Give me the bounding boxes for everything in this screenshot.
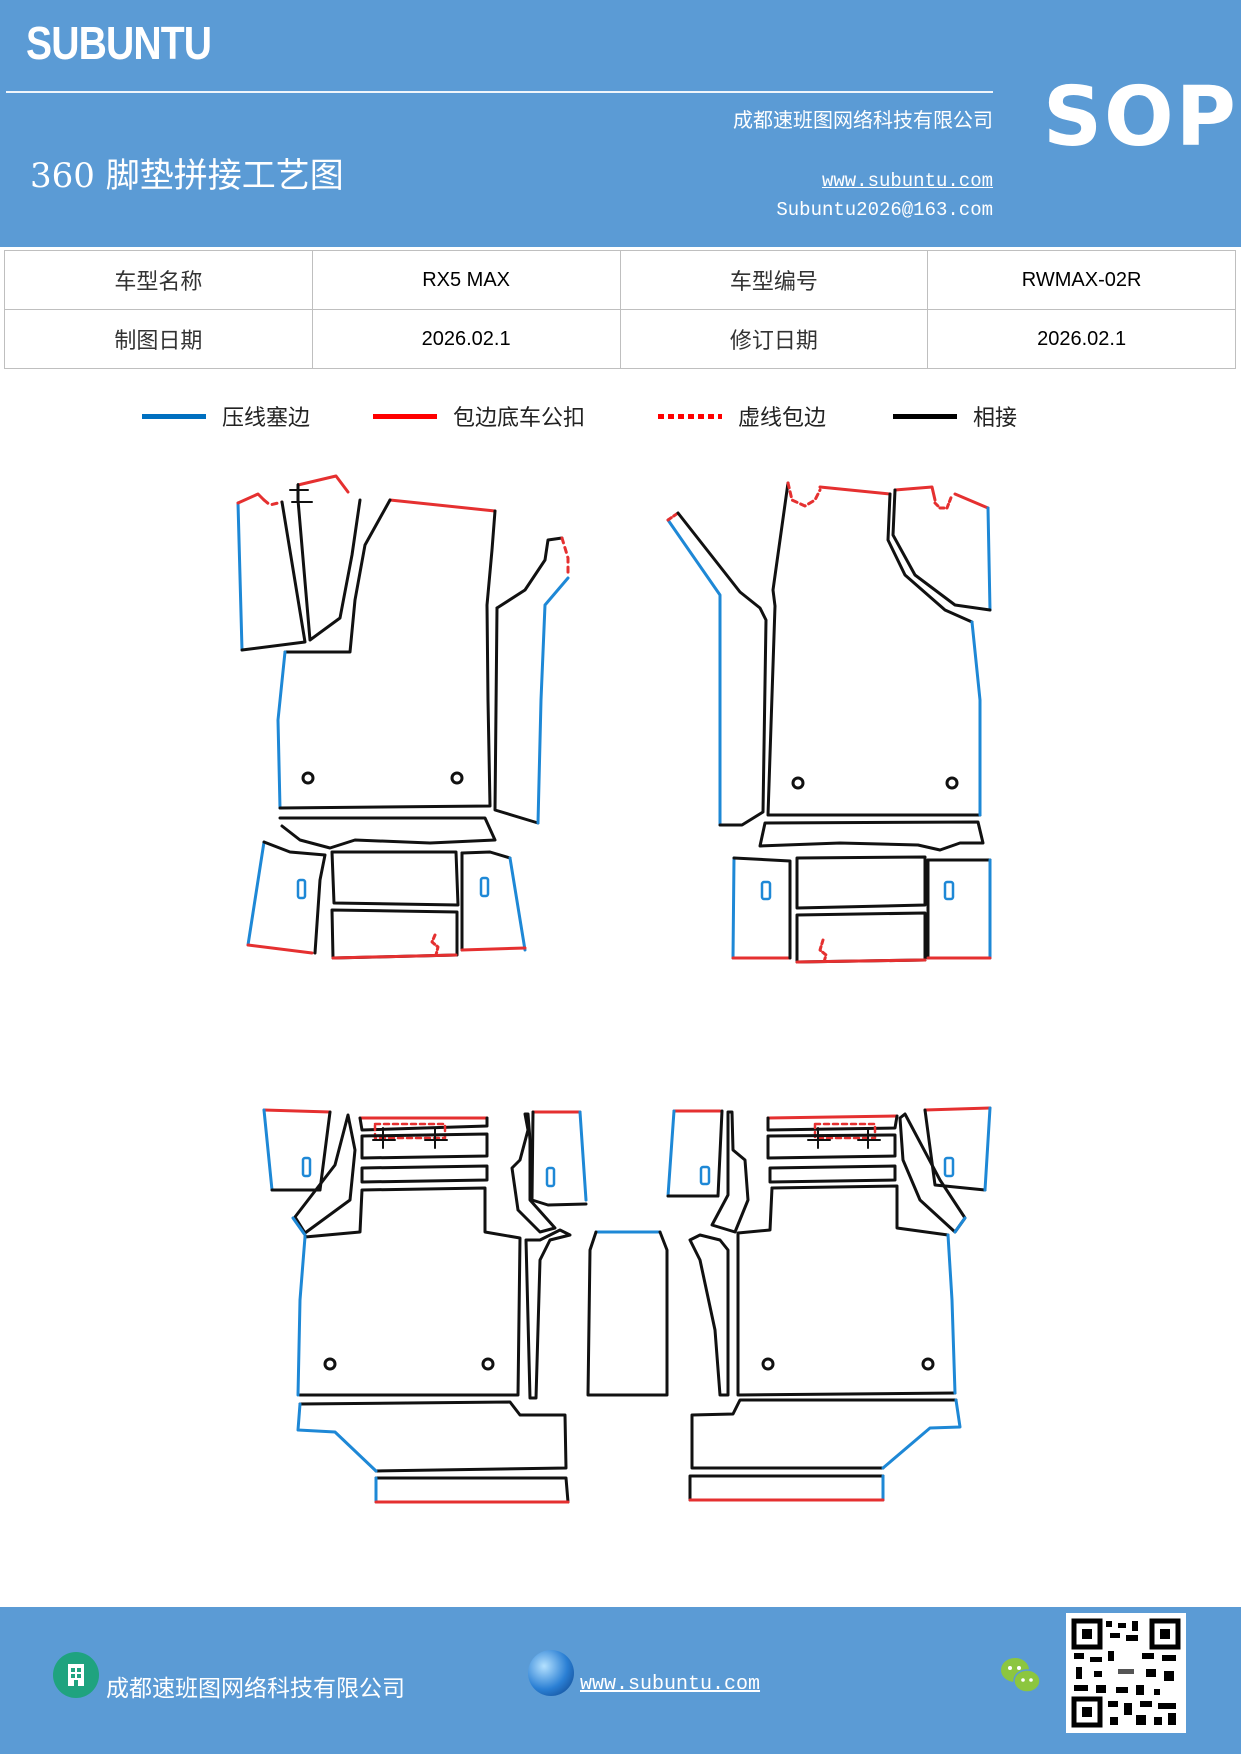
model-name-label: 车型名称 xyxy=(4,250,313,310)
page-title: 360 脚垫拼接工艺图 xyxy=(30,156,344,196)
footer-company-name: 成都速班图网络科技有限公司 xyxy=(106,1676,405,1702)
vehicle-info-table: 车型名称 RX5 MAX 车型编号 RWMAX-02R 制图日期 2026.02… xyxy=(4,250,1236,369)
legend-label: 相接 xyxy=(973,406,1018,431)
legend-item-wrap-edge: 包边底车公扣 xyxy=(373,400,585,432)
draw-date-value: 2026.02.1 xyxy=(311,309,621,369)
footer-website-link[interactable]: www.subuntu.com xyxy=(580,1673,761,1696)
model-code-label: 车型编号 xyxy=(619,250,929,310)
front-left-mat xyxy=(236,474,570,960)
table-row: 车型名称 RX5 MAX 车型编号 RWMAX-02R xyxy=(4,250,1236,310)
sop-badge: SOP xyxy=(1043,70,1238,165)
legend-item-dotted-wrap: 虚线包边 xyxy=(658,400,826,432)
model-name-value: RX5 MAX xyxy=(311,250,621,310)
table-row: 制图日期 2026.02.1 修订日期 2026.02.1 xyxy=(4,309,1236,369)
rear-center-mat xyxy=(586,1230,669,1397)
header-banner: SUBUNTU 360 脚垫拼接工艺图 成都速班图网络科技有限公司 www.su… xyxy=(0,0,1241,247)
footer-banner: 成都速班图网络科技有限公司 www.subuntu.com xyxy=(0,1607,1241,1754)
black-line-swatch xyxy=(893,413,957,419)
wechat-icon[interactable] xyxy=(998,1655,1044,1697)
revision-date-value: 2026.02.1 xyxy=(927,309,1236,369)
legend-item-join: 相接 xyxy=(893,400,1017,432)
front-right-mat xyxy=(666,481,992,964)
rear-left-mat xyxy=(262,1108,588,1504)
brand-logo: SUBUNTU xyxy=(26,17,212,69)
header-company-name: 成都速班图网络科技有限公司 xyxy=(733,108,993,132)
legend-label: 压线塞边 xyxy=(222,406,311,431)
draw-date-label: 制图日期 xyxy=(4,309,313,369)
revision-date-label: 修订日期 xyxy=(619,309,929,369)
line-legend: 压线塞边 包边底车公扣 虚线包边 相接 xyxy=(0,400,1241,440)
header-divider xyxy=(6,91,993,93)
header-email: Subuntu2026@163.com xyxy=(776,199,993,221)
building-icon xyxy=(53,1652,99,1698)
mat-splicing-diagram xyxy=(236,474,992,1504)
globe-icon xyxy=(528,1650,574,1696)
qr-code[interactable] xyxy=(1066,1613,1186,1733)
legend-item-press-edge: 压线塞边 xyxy=(142,400,310,432)
model-code-value: RWMAX-02R xyxy=(927,250,1236,310)
legend-label: 包边底车公扣 xyxy=(453,406,586,431)
legend-label: 虚线包边 xyxy=(738,406,827,431)
header-website-link[interactable]: www.subuntu.com xyxy=(821,170,993,192)
rear-right-mat xyxy=(666,1106,992,1502)
red-dotted-swatch xyxy=(658,413,722,419)
red-line-swatch xyxy=(373,413,437,419)
blue-line-swatch xyxy=(142,413,206,419)
